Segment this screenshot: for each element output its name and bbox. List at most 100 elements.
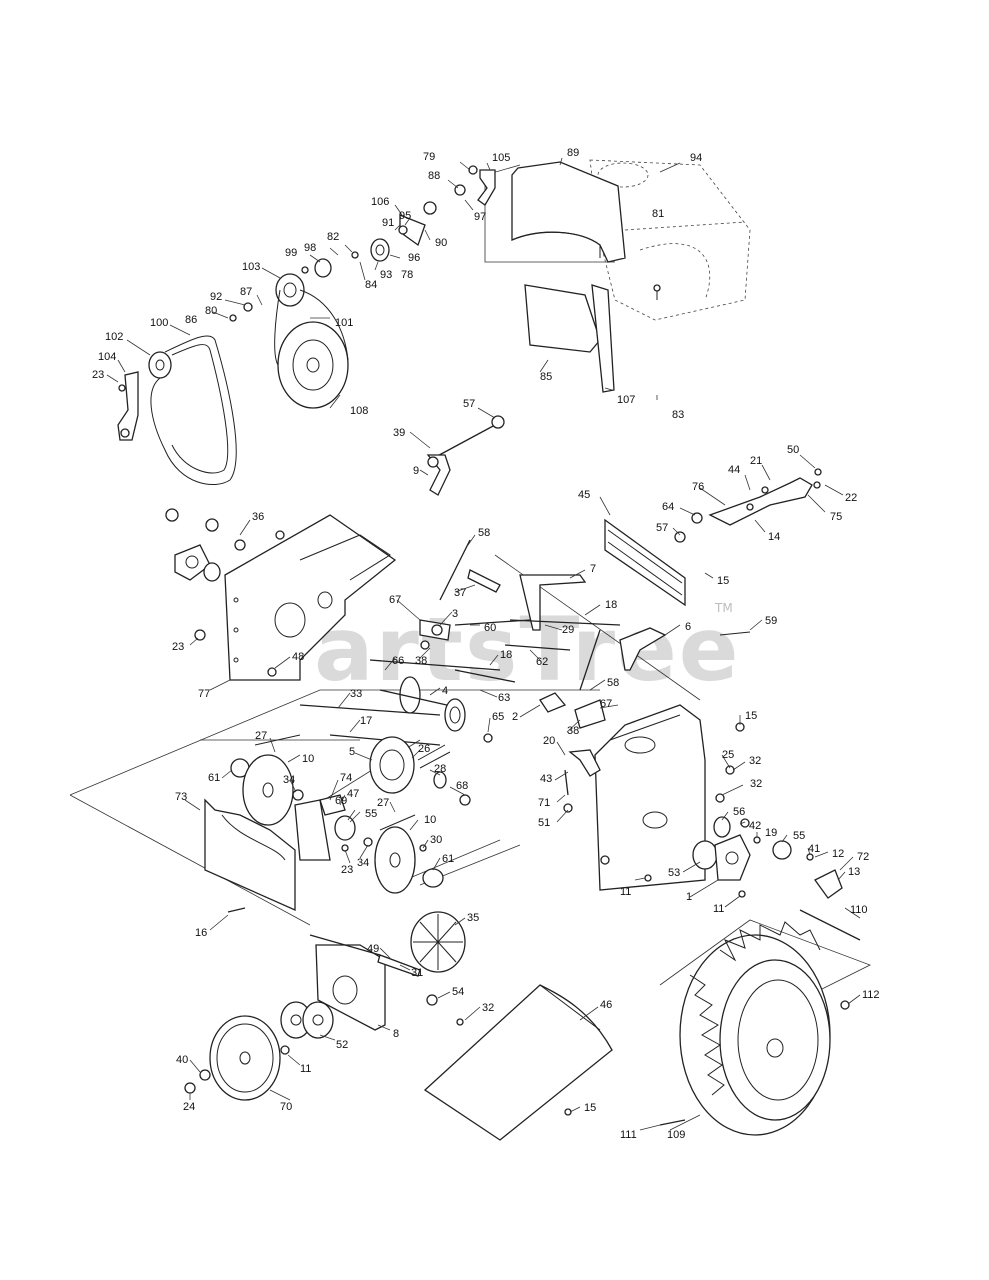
- callout-label: 55: [365, 808, 377, 820]
- callout-label: 48: [292, 651, 304, 663]
- right-housing: [563, 704, 861, 941]
- callout-label: 13: [848, 866, 860, 878]
- callout-label: 32: [482, 1002, 494, 1014]
- callout-label: 62: [536, 656, 548, 668]
- callout-label: 65: [492, 711, 504, 723]
- callout-label: 102: [105, 331, 123, 343]
- callout-label: 109: [667, 1129, 685, 1141]
- callout-label: 94: [690, 152, 702, 164]
- callout-label: 16: [195, 927, 207, 939]
- callout-label: 52: [336, 1039, 348, 1051]
- callout-label: 8: [393, 1028, 399, 1040]
- callout-label: 99: [285, 247, 297, 259]
- callout-label: 32: [749, 755, 761, 767]
- callout-label: 105: [492, 152, 510, 164]
- callout-label: 71: [538, 797, 550, 809]
- callout-label: 31: [411, 967, 423, 979]
- callout-label: 27: [377, 797, 389, 809]
- callout-label: 69: [335, 795, 347, 807]
- callout-label: 107: [617, 394, 635, 406]
- callout-label: 54: [452, 986, 464, 998]
- gear-shaft-assembly: [299, 676, 493, 806]
- callout-label: 30: [430, 834, 442, 846]
- callout-label: 43: [540, 773, 552, 785]
- callout-label: 4: [442, 685, 448, 697]
- callout-label: 6: [685, 621, 691, 633]
- callout-label: 18: [605, 599, 617, 611]
- callout-label: 77: [198, 688, 210, 700]
- callout-label: 84: [365, 279, 377, 291]
- callout-label: 38: [567, 725, 579, 737]
- callout-label: 2: [512, 711, 518, 723]
- callout-label: 38: [415, 655, 427, 667]
- callout-label: 15: [584, 1102, 596, 1114]
- callout-label: 15: [717, 575, 729, 587]
- callout-label: 82: [327, 231, 339, 243]
- pulley-belt-assembly: [117, 165, 496, 486]
- callout-label: 70: [280, 1101, 292, 1113]
- callout-label: 18: [500, 649, 512, 661]
- callout-label: 3: [452, 608, 458, 620]
- callout-label: 22: [845, 492, 857, 504]
- callout-label: 88: [428, 170, 440, 182]
- callout-label: 57: [656, 522, 668, 534]
- callout-label: 34: [357, 857, 369, 869]
- callout-label: 98: [304, 242, 316, 254]
- callout-label: 96: [408, 252, 420, 264]
- callout-label: 106: [371, 196, 389, 208]
- watermark-trademark: TM: [714, 601, 733, 615]
- callout-label: 27: [255, 730, 267, 742]
- callout-label: 63: [498, 692, 510, 704]
- callout-label: 41: [808, 843, 820, 855]
- callout-label: 1: [686, 891, 692, 903]
- callout-label: 26: [418, 743, 430, 755]
- callout-label: 110: [850, 904, 868, 916]
- callout-label: 72: [857, 851, 869, 863]
- callout-label: 40: [176, 1054, 188, 1066]
- bottom-cover: [423, 984, 613, 1141]
- callout-label: 93: [380, 269, 392, 281]
- callout-label: 21: [750, 455, 762, 467]
- callout-label: 75: [830, 511, 842, 523]
- callout-label: 44: [728, 464, 740, 476]
- callout-label: 108: [350, 405, 368, 417]
- callout-labels: 79 105 89 94 88 97 106 91 95 90 81 82 96…: [92, 147, 880, 1141]
- callout-label: 61: [442, 853, 454, 865]
- auger-drive-assembly: [184, 907, 466, 1101]
- callout-label: 11: [300, 1063, 311, 1075]
- callout-label: 68: [456, 780, 468, 792]
- callout-label: 101: [335, 317, 353, 329]
- callout-label: 10: [302, 753, 314, 765]
- callout-label: 59: [765, 615, 777, 627]
- callout-label: 66: [392, 655, 404, 667]
- callout-label: 87: [240, 286, 252, 298]
- engine-assembly: [511, 159, 751, 393]
- callout-label: 17: [360, 715, 372, 727]
- callout-label: 73: [175, 791, 187, 803]
- shift-bracket-assembly: [674, 468, 822, 543]
- callout-label: 67: [389, 594, 401, 606]
- callout-label: 51: [538, 817, 550, 829]
- callout-label: 20: [543, 735, 555, 747]
- callout-label: 83: [672, 409, 684, 421]
- callout-label: 29: [562, 624, 574, 636]
- callout-label: 7: [590, 563, 596, 575]
- callout-label: 12: [832, 848, 844, 860]
- callout-label: 79: [423, 151, 435, 163]
- callout-label: 58: [607, 677, 619, 689]
- callout-label: 78: [401, 269, 413, 281]
- callout-label: 100: [150, 317, 168, 329]
- left-housing: [165, 508, 397, 681]
- callout-label: 112: [862, 989, 880, 1001]
- callout-label: 103: [242, 261, 260, 273]
- callout-label: 47: [347, 788, 359, 800]
- callout-label: 80: [205, 305, 217, 317]
- control-rod: [426, 415, 505, 496]
- plate-45: [604, 518, 686, 607]
- callout-label: 9: [413, 465, 419, 477]
- callout-label: 11: [620, 886, 631, 898]
- leader-lines: [106, 157, 861, 1131]
- callout-label: 24: [183, 1101, 195, 1113]
- callout-label: 91: [382, 217, 394, 229]
